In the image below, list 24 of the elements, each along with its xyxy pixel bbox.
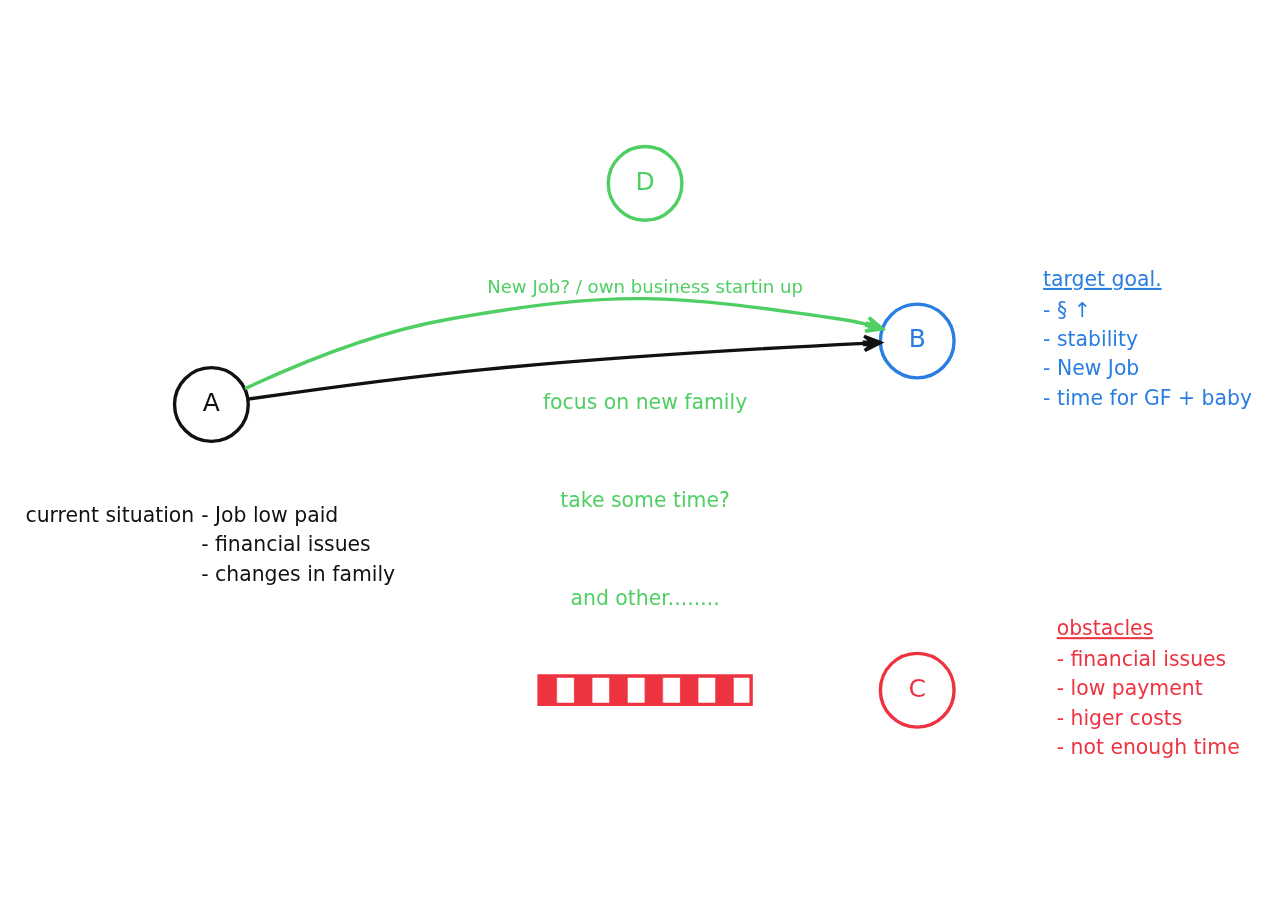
node-label: - financial issues [201, 532, 371, 557]
node-label: - New Job [1043, 356, 1140, 381]
node-label: obstacles [1056, 616, 1154, 641]
node-label: - low payment [1056, 676, 1203, 701]
node-circle: C [878, 651, 956, 729]
arrow [248, 334, 883, 401]
node-label: current situation [25, 502, 195, 527]
node-label: - time for GF + baby [1043, 385, 1253, 410]
node-circle: B [878, 302, 956, 380]
label: and other........ [570, 585, 720, 610]
node-label: - changes in family [201, 561, 396, 586]
node-label: - financial issues [1056, 646, 1227, 671]
node-label: target goal. [1043, 266, 1162, 291]
node-circle: A [172, 365, 250, 444]
label: take some time? [560, 487, 730, 512]
node-label: - not enough time [1056, 735, 1240, 760]
edge-label: New Job? / own business startin up [487, 276, 804, 298]
node-label: - Job low paid [201, 502, 339, 527]
node-label: - higer costs [1056, 705, 1183, 730]
node-label: - § ↑ [1043, 297, 1091, 322]
label: focus on new family [542, 390, 748, 415]
arrow [244, 296, 885, 391]
node-circle: D [606, 144, 684, 222]
node-label: - stability [1043, 326, 1139, 351]
